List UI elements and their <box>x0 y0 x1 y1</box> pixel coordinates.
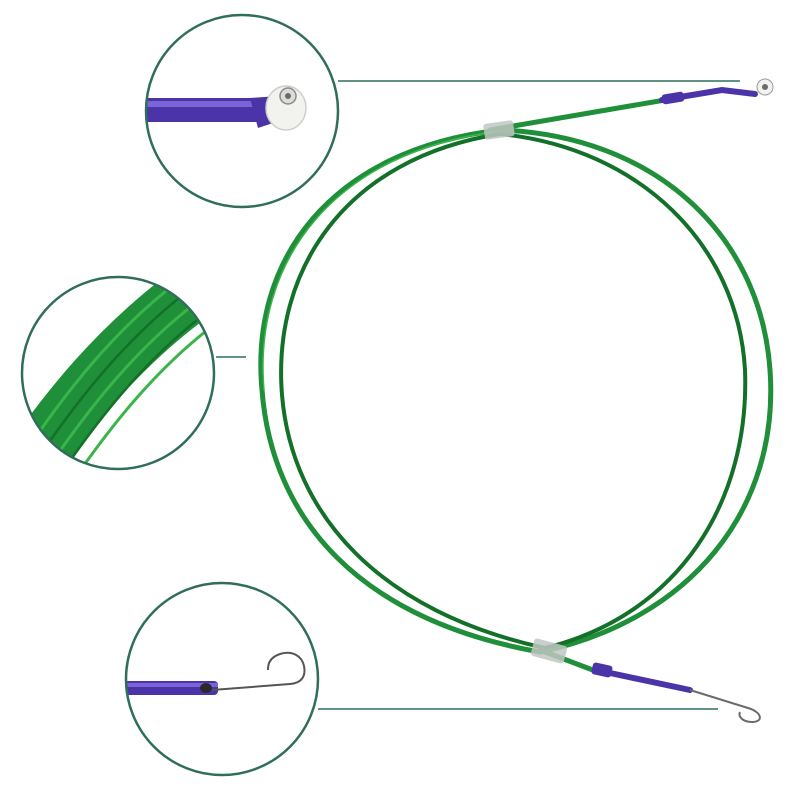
hook-tip-end <box>591 662 761 724</box>
callout-ribbed-cable <box>20 275 216 471</box>
tape-wrap-bottom <box>530 638 568 664</box>
coiled-cable <box>258 97 774 675</box>
roller-tip-icon <box>146 85 307 131</box>
roller-tip-end <box>659 78 774 105</box>
callout-hook-tip <box>124 581 320 777</box>
cable-loop-outer <box>258 127 774 655</box>
hook-tip-icon <box>126 651 306 695</box>
callout-roller-tip <box>144 13 340 209</box>
cable-lead-top <box>487 97 668 133</box>
hook-wire <box>689 689 761 724</box>
tape-wrap-top <box>483 120 515 140</box>
